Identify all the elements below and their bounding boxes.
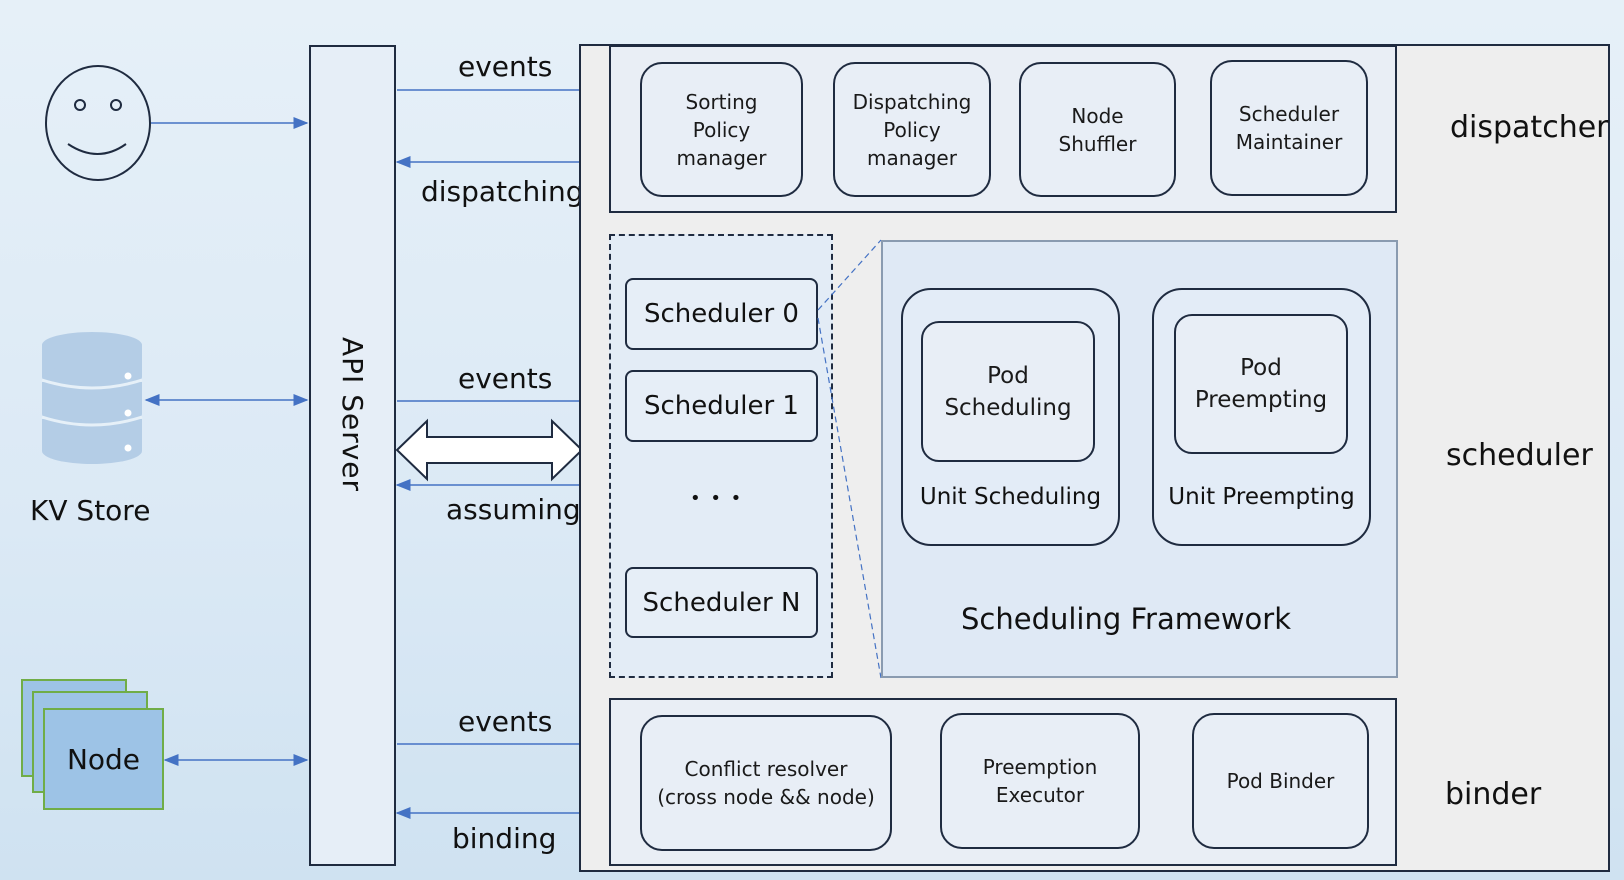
dispatching-policy-manager: Dispatching Policy manager bbox=[833, 62, 991, 197]
unit-preempting-caption: Unit Preempting bbox=[1168, 484, 1355, 510]
component-line: Dispatching bbox=[852, 89, 972, 114]
api-server-box: API Server bbox=[309, 45, 396, 866]
binder-label: binder bbox=[1445, 777, 1542, 812]
node-card-front: Node bbox=[43, 708, 164, 810]
unit-scheduling-caption: Unit Scheduling bbox=[919, 484, 1102, 510]
bottom-events-label: events bbox=[458, 705, 553, 738]
pod-scheduling-box: Pod Scheduling bbox=[921, 321, 1095, 462]
api-server-label: API Server bbox=[336, 336, 369, 493]
node-label: Node bbox=[66, 742, 141, 776]
pod-preempting-line: Preempting bbox=[1194, 387, 1328, 413]
scheduler-n-label: Scheduler N bbox=[642, 587, 801, 618]
component-line: Maintainer bbox=[1235, 130, 1343, 154]
preemption-executor: Preemption Executor bbox=[940, 713, 1140, 849]
scheduler-n: Scheduler N bbox=[625, 567, 818, 638]
scheduler-1: Scheduler 1 bbox=[625, 370, 818, 442]
mid-assuming-label: assuming bbox=[446, 493, 581, 526]
scheduling-framework-title: Scheduling Framework bbox=[961, 602, 1292, 636]
conflict-resolver: Conflict resolver (cross node && node) bbox=[640, 715, 892, 851]
scheduler-1-label: Scheduler 1 bbox=[644, 391, 799, 421]
component-line: manager bbox=[867, 145, 957, 170]
scheduler-label: scheduler bbox=[1446, 438, 1593, 473]
pod-preempting-box: Pod Preempting bbox=[1174, 314, 1348, 454]
sorting-policy-manager: Sorting Policy manager bbox=[640, 62, 803, 197]
top-dispatching-label: dispatching bbox=[421, 175, 584, 208]
scheduler-ellipsis: • • • bbox=[690, 488, 744, 509]
component-line: Policy bbox=[883, 117, 941, 142]
component-line: Conflict resolver bbox=[684, 757, 848, 781]
component-line: (cross node && node) bbox=[657, 785, 875, 809]
component-line: Executor bbox=[995, 783, 1085, 807]
dispatcher-label: dispatcher bbox=[1450, 110, 1609, 145]
component-line: Shuffler bbox=[1058, 131, 1137, 156]
component-line: Policy bbox=[692, 117, 751, 142]
pod-scheduling-line: Pod bbox=[987, 362, 1029, 389]
bottom-binding-label: binding bbox=[452, 822, 557, 855]
pod-preempting-line: Pod bbox=[1240, 355, 1282, 381]
component-line: Node bbox=[1071, 103, 1124, 128]
component-line: Preemption bbox=[982, 755, 1098, 779]
component-line: Pod Binder bbox=[1226, 769, 1335, 793]
kv-store-label: KV Store bbox=[30, 494, 151, 527]
component-line: Scheduler bbox=[1238, 102, 1340, 126]
scheduler-0-label: Scheduler 0 bbox=[644, 299, 799, 329]
user-smiley-icon bbox=[45, 65, 151, 181]
top-events-label: events bbox=[458, 50, 553, 83]
pod-binder: Pod Binder bbox=[1192, 713, 1369, 849]
component-line: manager bbox=[676, 145, 767, 170]
pod-scheduling-line: Scheduling bbox=[944, 394, 1072, 421]
database-icon bbox=[41, 332, 143, 464]
scheduler-maintainer: Scheduler Maintainer bbox=[1210, 60, 1368, 196]
scheduler-0: Scheduler 0 bbox=[625, 278, 818, 350]
mid-events-label: events bbox=[458, 362, 553, 395]
component-line: Sorting bbox=[685, 89, 758, 114]
node-shuffler: Node Shuffler bbox=[1019, 62, 1176, 197]
